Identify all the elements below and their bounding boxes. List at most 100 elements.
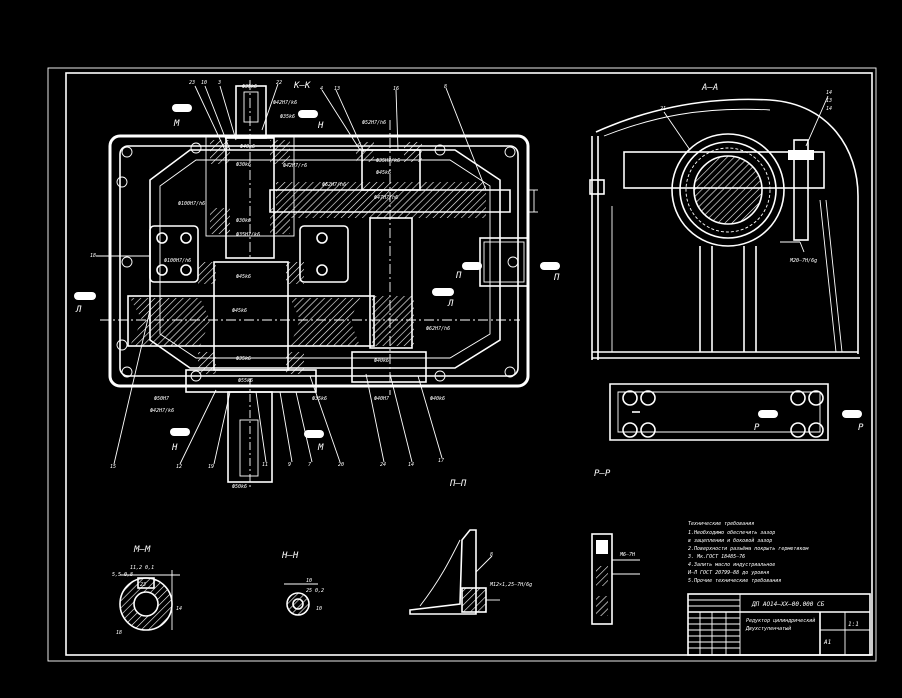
dim-label: 14 (176, 606, 182, 612)
notes-title: Технические требования (688, 520, 754, 527)
fit-label: Ф35k6 (312, 396, 327, 402)
fit-label: Ф40k6 (240, 144, 255, 150)
fit-label: Ф35H7/k6 (236, 232, 260, 238)
section-a-a: 21 14 13 14 М20–7H/6g (589, 90, 860, 360)
drawing-format: А1 (823, 639, 831, 646)
dim-label: 10 (306, 578, 312, 584)
sight-thread: М6–7H (619, 552, 636, 558)
fit-labels: Ф35k6 Ф42H7/k6 Ф35k6 Ф52H7/h6 Ф40k6 Ф100… (150, 84, 450, 490)
leader-number: 3 (217, 80, 221, 86)
fit-label: Ф50k6 (232, 484, 247, 490)
fit-label: Ф30k6 (236, 162, 251, 168)
dim-label: 5,5 0,8 (112, 572, 133, 578)
section-titles: K–K А–А П–П Р–Р М–М Н–Н (133, 81, 718, 561)
fit-label: Ф40k6 (374, 358, 389, 364)
marker-letter: М (173, 119, 180, 129)
section-title-m-m: М–М (133, 545, 151, 555)
leader-number: 14 (826, 106, 832, 112)
marker-letter: Р (754, 423, 760, 433)
dim-label: 10 (316, 606, 322, 612)
leader-numbers: 23 10 3 22 4 13 16 8 18 15 12 19 11 9 7 … (90, 80, 447, 470)
drawing-name-2: Двухступенчатый (745, 626, 791, 632)
marker-letter: Н (317, 121, 324, 131)
fit-label: Ф35H7/k6 (376, 158, 400, 164)
leader-number: 9 (288, 462, 291, 468)
marker-letter: М (317, 443, 324, 453)
a-a-thread: М20–7H/6g (789, 258, 817, 264)
leader-number: 15 (110, 464, 116, 470)
note-line: 3. Мк.ГОСТ 18485–76 (687, 554, 745, 560)
leader-number: 16 (393, 86, 399, 92)
fit-label: Ф40H7 (374, 396, 389, 402)
fit-label: Ф42H7/k6 (273, 100, 297, 106)
marker-letter: Н (171, 443, 178, 453)
detail-thread: М12×1,25–7H/6g (489, 582, 532, 588)
leader-number: 20 (338, 462, 344, 468)
leader-number: 14 (408, 462, 414, 468)
outer-frame (47, 67, 877, 662)
fit-label: Ф50H7 (154, 396, 169, 402)
marker-letter: Л (447, 299, 454, 309)
fit-label: Ф100H7/h6 (178, 201, 205, 207)
cut-marker-letters: М Н Л Л П П Н М Р Р (75, 119, 864, 453)
leader-number: 12 (176, 464, 182, 470)
marker-letter: П (553, 273, 560, 283)
section-r-r (609, 383, 829, 441)
fit-label: Ф42H7/r6 (283, 163, 307, 169)
tech-notes: Технические требования 1.Необходимо обес… (687, 520, 809, 584)
drain-plug-detail: 8 М12×1,25–7H/6g (409, 529, 532, 615)
marker-letter: П (455, 271, 462, 281)
note-line: 5.Прочие технические требования (688, 577, 781, 584)
dim-label: 23 (140, 582, 146, 588)
fit-label: Ф40k6 (430, 396, 445, 402)
leader-number: 13 (334, 86, 340, 92)
leader-number: 24 (380, 462, 386, 468)
leader-number: 8 (490, 552, 493, 558)
fit-label: Ф45k6 (376, 170, 391, 176)
dim-label: 18 (116, 630, 122, 636)
cut-markers (74, 104, 862, 438)
leader-number: 19 (208, 464, 214, 470)
leader-number: 13 (826, 98, 832, 104)
section-title-a-a: А–А (701, 83, 718, 93)
dim-label: 25 0,2 (306, 588, 324, 594)
note-line: в зацеплении и боковой зазор (688, 537, 772, 544)
note-line: 4.Залить масло индустриальное (688, 562, 775, 568)
section-title-p-p: П–П (449, 479, 467, 489)
drawing-scale: 1:1 (848, 621, 859, 628)
leader-number: 21 (660, 106, 666, 112)
leader-number: 23 (189, 80, 195, 86)
section-title-r-r: Р–Р (594, 469, 611, 479)
fit-label: Ф52H7/h6 (362, 120, 386, 126)
fit-label: Ф35k6 (236, 356, 251, 362)
leader-number: 22 (276, 80, 282, 86)
section-n-n: 10 25 0,2 10 (284, 578, 324, 616)
note-line: И–Л ГОСТ 20799–88 до уровня (687, 570, 769, 576)
fit-label: Ф100H7/h6 (164, 258, 191, 264)
fit-label: Ф62H7/h6 (426, 326, 450, 332)
leader-number: 7 (308, 462, 311, 468)
fit-label: Ф35k6 (242, 84, 257, 90)
oil-sight-detail: М6–7H (591, 533, 640, 625)
fit-label: Ф45k6 (236, 274, 251, 280)
leader-number: 10 (201, 80, 207, 86)
drawing-code: ДП АО14–ХХ–00.000 СБ (751, 601, 825, 608)
section-title-k-k: K–K (293, 81, 311, 91)
leader-number: 11 (262, 462, 268, 468)
leader-number: 4 (320, 86, 323, 92)
note-line: 1.Необходимо обеспечить зазор (688, 529, 775, 536)
marker-letter: Р (858, 423, 864, 433)
fit-label: Ф62H7/h6 (322, 182, 346, 188)
title-block: ДП АО14–ХХ–00.000 СБ Редуктор цилиндриче… (687, 593, 871, 656)
fit-label: Ф30k6 (236, 218, 251, 224)
leader-number: 8 (444, 84, 447, 90)
leader-number: 17 (438, 458, 444, 464)
fit-label: Ф35k6 (280, 114, 295, 120)
section-title-n-n: Н–Н (281, 551, 299, 561)
leader-number: 14 (826, 90, 832, 96)
leader-lines (96, 83, 487, 465)
main-plan-view (100, 80, 538, 488)
drawing-name-1: Редуктор цилиндрический (746, 618, 815, 624)
